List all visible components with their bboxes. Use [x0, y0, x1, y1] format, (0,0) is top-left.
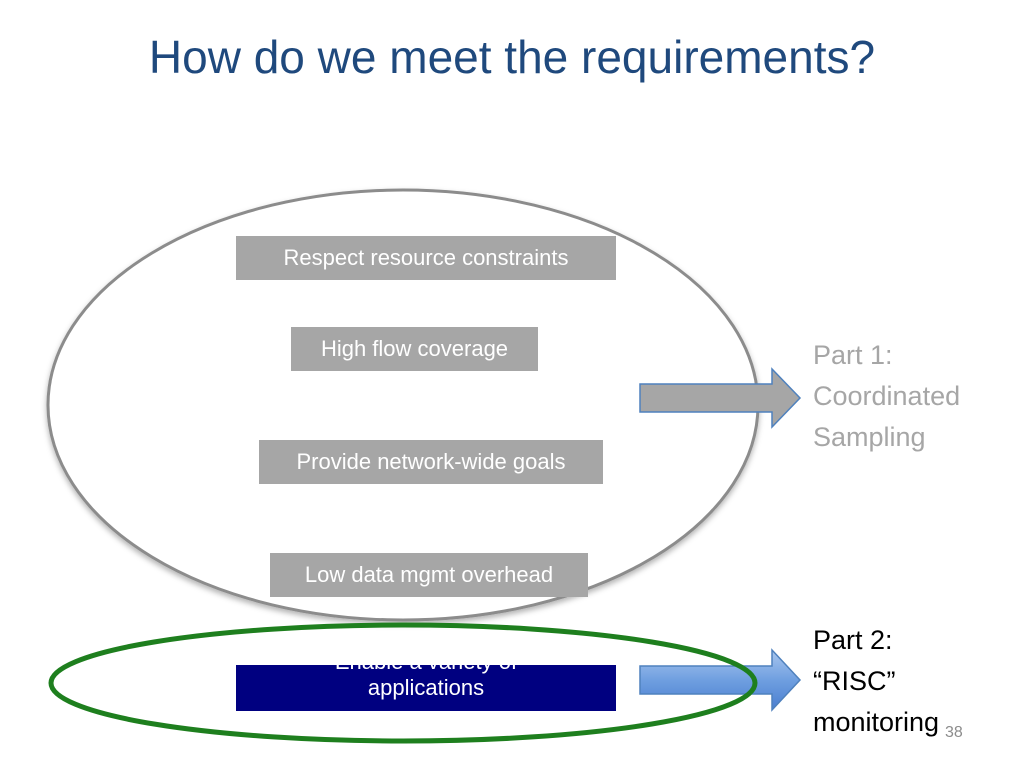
- part1-line2: Coordinated: [813, 381, 961, 411]
- part2-label: Part 2: “RISC” monitoring: [813, 620, 939, 743]
- part2-arrow: [639, 648, 802, 712]
- part1-line3: Sampling: [813, 422, 926, 452]
- requirement-network-wide-goals: Provide network-wide goals: [259, 440, 603, 484]
- part2-line3: monitoring: [813, 707, 940, 737]
- slide-number: 38: [945, 724, 963, 741]
- requirement-applications: Enable a variety of applications: [236, 665, 616, 711]
- requirement-flow-coverage: High flow coverage: [291, 327, 538, 371]
- part1-label: Part 1: Coordinated Sampling: [813, 335, 960, 458]
- requirement-applications-line1: Enable a variety of: [236, 665, 616, 673]
- requirement-applications-line2: applications: [367, 675, 485, 700]
- requirement-low-overhead: Low data mgmt overhead: [270, 553, 588, 597]
- part1-line1: Part 1:: [813, 340, 893, 370]
- part2-line2: “RISC”: [813, 666, 896, 696]
- part1-arrow: [639, 367, 802, 429]
- part2-line1: Part 2:: [813, 625, 893, 655]
- slide-title: How do we meet the requirements?: [148, 31, 876, 83]
- requirement-respect-resources: Respect resource constraints: [236, 236, 616, 280]
